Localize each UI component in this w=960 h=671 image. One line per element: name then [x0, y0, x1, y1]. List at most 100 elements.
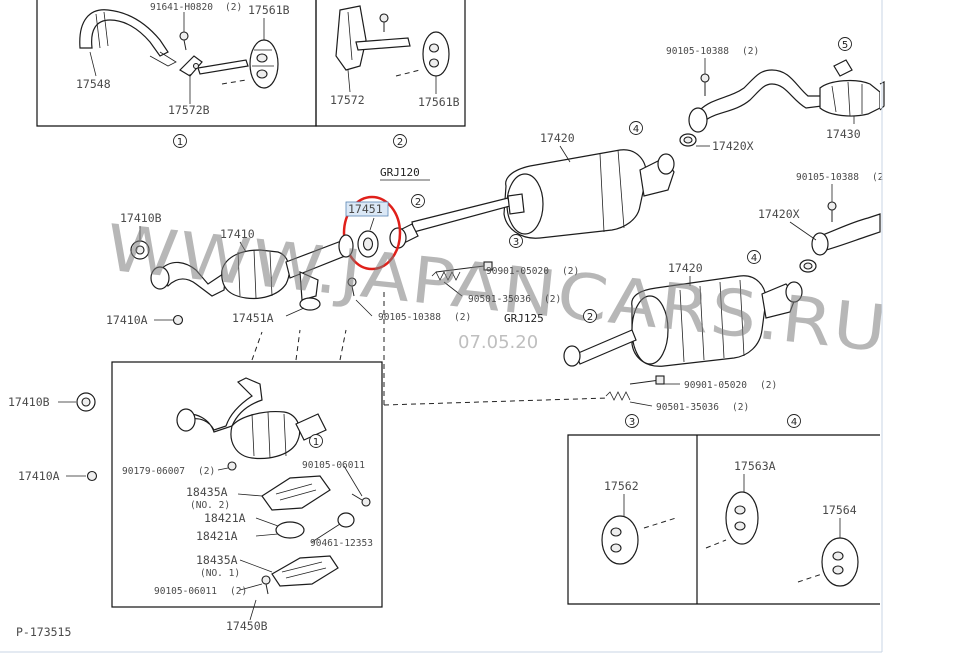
lower-front-pipe [176, 377, 327, 460]
gasket-17410b-b [76, 392, 96, 412]
part-label-17548: 17548 [76, 77, 111, 91]
part-label-90105-10388-top-qty: (2) [742, 46, 759, 57]
callout-1-top: 1 [173, 134, 187, 148]
front-pipe-catalyst-17410 [150, 234, 354, 301]
callout-4-b: 4 [747, 250, 761, 264]
front-pipe-17430 [699, 59, 885, 121]
muffler-17420-grj125 [563, 275, 803, 367]
part-label-90105-10388-top: 90105-10388 [666, 46, 729, 57]
part-label-18421a-b: 18421A [196, 529, 238, 543]
callout-2-mid-text: 2 [415, 197, 421, 208]
callout-1-lower-text: 1 [313, 437, 319, 448]
part-label-90105-10388-mid-qty: (2) [454, 312, 471, 323]
part-label-90105-10388-right: 90105-10388 [796, 172, 859, 183]
callout-4-b-text: 4 [751, 253, 757, 264]
callout-3-a: 3 [509, 234, 523, 248]
bolt-91641 [179, 31, 189, 51]
bolt-90105-06011-a [351, 493, 371, 507]
heat-shield-18435a-no1 [271, 555, 339, 587]
inset-box-bottom-right [567, 434, 880, 605]
callout-4-c-text: 4 [791, 417, 797, 428]
hanger-bracket-17548 [79, 9, 177, 67]
callout-3-a-text: 3 [513, 237, 519, 248]
part-label-17451-highlight [345, 201, 389, 217]
flange-17430 [688, 107, 708, 133]
gasket-17410b-a [130, 240, 150, 260]
part-label-91641: 91641-H0820 [150, 2, 213, 13]
highlight-circle [342, 195, 402, 271]
part-label-17572b: 17572B [168, 103, 210, 117]
bolt-90105-mid [347, 277, 357, 297]
part-label-17410a-b: 17410A [18, 469, 60, 483]
part-label-90105-06011-b: 90105-06011 [154, 586, 217, 597]
part-label-18421a-a: 18421A [204, 511, 246, 525]
callout-2-grj125: 2 [583, 309, 597, 323]
callout-5: 5 [838, 37, 852, 51]
spring-90501-b [605, 391, 631, 401]
part-label-17410: 17410 [220, 227, 255, 241]
part-label-17430: 17430 [826, 127, 861, 141]
part-label-90105-10388-right-qty: (2 [872, 172, 883, 183]
part-label-17451a: 17451A [232, 311, 274, 325]
part-label-90179-06007-qty: (2) [198, 466, 215, 477]
part-label-90179-06007: 90179-06007 [122, 466, 185, 477]
part-label-17563a: 17563A [734, 459, 776, 473]
callout-3-b-text: 3 [629, 417, 635, 428]
part-label-17450b: 17450B [226, 619, 268, 633]
part-label-17562: 17562 [604, 479, 639, 493]
part-label-17564: 17564 [822, 503, 857, 517]
part-label-90501-35036-b: 90501-35036 [656, 402, 719, 413]
rubber-hanger-17564 [797, 537, 859, 587]
rubber-hanger-17562 [601, 515, 677, 565]
nut-90179 [227, 461, 237, 471]
dash-17572b [221, 79, 247, 85]
part-label-17410a-a: 17410A [106, 313, 148, 327]
callout-2-mid: 2 [411, 194, 425, 208]
part-label-17420x-a: 17420X [712, 139, 754, 153]
part-label-18435a-no2: 18435A [186, 485, 228, 499]
gasket-ring-17451 [357, 230, 379, 258]
gasket-17451a [299, 297, 321, 311]
callout-4-a-text: 4 [633, 124, 639, 135]
callout-1-lower: 1 [309, 434, 323, 448]
part-label-90901-05020-b-qty: (2) [760, 380, 777, 391]
inset-box-top-left [36, 0, 466, 127]
part-label-17572: 17572 [330, 93, 365, 107]
part-label-17561b-left: 17561B [248, 3, 290, 17]
bolt-90105-right [827, 201, 837, 222]
part-label-18435a-no2-note: (NO. 2) [190, 500, 230, 511]
bolt-top-90105 [700, 73, 710, 96]
bracket-17572 [335, 5, 411, 71]
muffler-17420-grj120 [503, 149, 675, 239]
callout-4-a: 4 [629, 121, 643, 135]
part-label-17451: 17451 [348, 202, 383, 216]
engine-label-grj120: GRJ120 [380, 166, 420, 179]
part-label-90105-06011-b-qty: (2) [230, 586, 247, 597]
part-label-18435a-no1-note: (NO. 1) [200, 568, 240, 579]
part-labels: 17548 91641-H0820 (2) 17561B 17572B 1757… [8, 2, 883, 639]
engine-label-grj125: GRJ125 [504, 312, 544, 325]
bracket-17572b [179, 55, 249, 77]
part-label-90501-35036-b-qty: (2) [732, 402, 749, 413]
nut-17410a-b [86, 470, 98, 482]
callout-3-b: 3 [625, 414, 639, 428]
part-label-17410b-b: 17410B [8, 395, 50, 409]
spring-90501-a [431, 271, 461, 281]
bolt-90105-06011-b [261, 575, 271, 595]
callout-2-top-text: 2 [397, 137, 403, 148]
callout-2-top: 2 [393, 134, 407, 148]
part-label-90901-05020-b: 90901-05020 [684, 380, 747, 391]
part-label-17420-grj120: 17420 [540, 131, 575, 145]
part-label-17420-grj125: 17420 [668, 261, 703, 275]
nut-17410a-a [172, 314, 184, 326]
callout-4-c: 4 [787, 414, 801, 428]
rubber-hanger-17561b-right [422, 31, 450, 77]
rubber-hanger-17561b-left [249, 39, 279, 89]
part-label-90501-35036-a-qty: (2) [544, 294, 561, 305]
dash-17572 [395, 69, 421, 77]
part-label-90901-05020-a-qty: (2) [562, 266, 579, 277]
leader-lines [58, 12, 855, 621]
clamp-18421a [275, 512, 355, 539]
part-label-91641-qty: (2) [225, 2, 242, 13]
